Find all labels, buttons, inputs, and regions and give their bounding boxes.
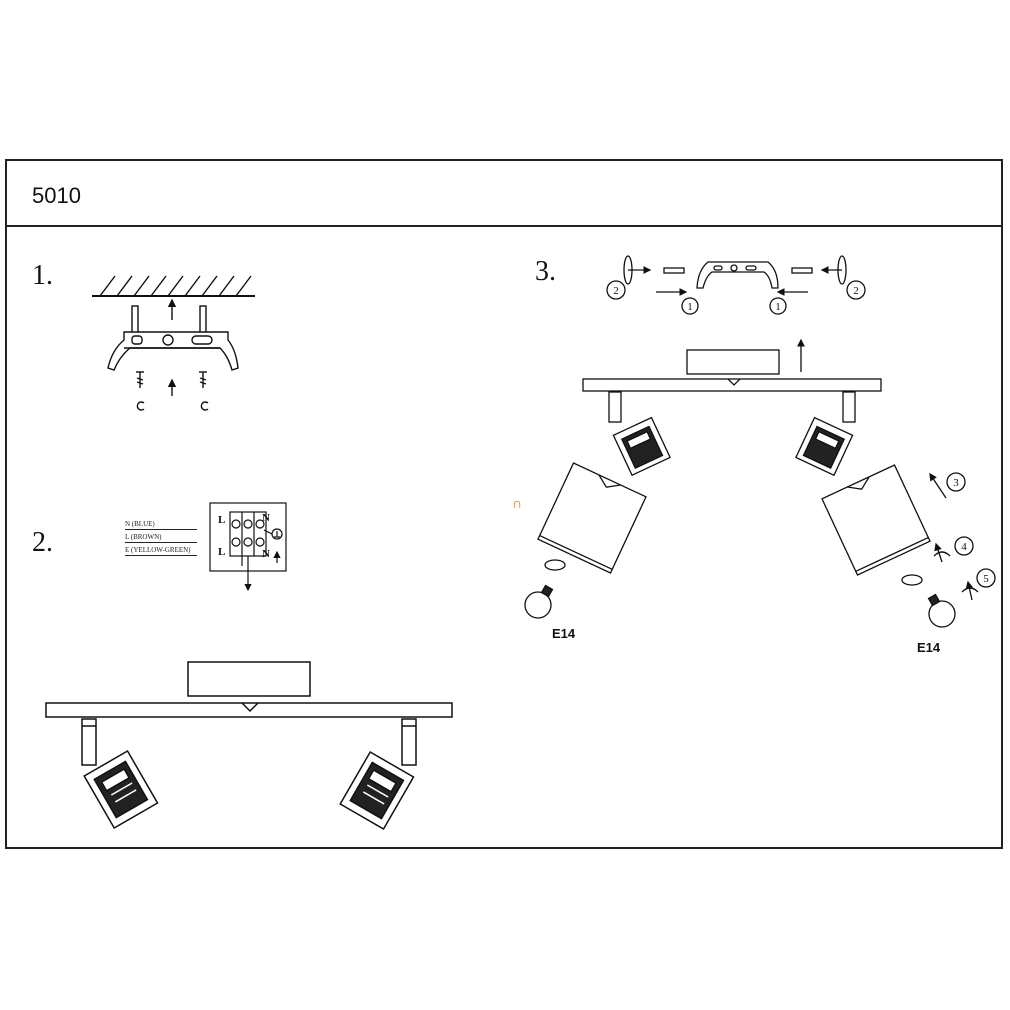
callout-3: 3 — [946, 472, 966, 492]
callout-1-right: 1 — [769, 297, 787, 315]
washer-icon — [200, 401, 209, 411]
svg-text:2: 2 — [613, 285, 619, 297]
callout-1-left: 1 — [681, 297, 699, 315]
mounting-bracket — [107, 331, 239, 371]
step-3-exploded-view: 1 1 2 2 — [524, 255, 996, 628]
lamp-ring — [901, 574, 923, 586]
rotate-arrow-icon — [933, 542, 951, 563]
svg-text:2: 2 — [853, 285, 859, 297]
bulb-socket-label-left: E14 — [552, 626, 576, 641]
arrow-icon — [929, 472, 947, 499]
ceiling-hatching — [99, 275, 252, 297]
svg-text:5: 5 — [983, 573, 989, 585]
terminal-block-diagram: L N L N — [209, 502, 287, 592]
wire-label-live: L (BROWN) — [125, 533, 197, 543]
step-2-number: 2. — [32, 527, 53, 558]
terminal-label-neutral-bottom: N — [262, 548, 270, 560]
step-3-number: 3. — [535, 256, 556, 287]
screw-icon — [791, 267, 813, 274]
terminal-label-live-top: L — [218, 514, 225, 526]
callout-4: 4 — [954, 536, 974, 556]
spotlight-head-left — [81, 718, 159, 830]
lamp-ring — [544, 559, 566, 571]
screw-icon — [663, 267, 685, 274]
callout-2-right: 2 — [846, 280, 866, 300]
model-number: 5010 — [32, 183, 81, 208]
lamp-shade-left — [537, 462, 647, 574]
step-1-bracket-mounting — [92, 275, 255, 411]
svg-text:1: 1 — [687, 301, 693, 313]
spotlight-head-left — [608, 391, 671, 477]
svg-text:1: 1 — [775, 301, 781, 313]
terminal-label-live-bottom: L — [218, 546, 225, 558]
header-bar: 5010 — [7, 161, 1001, 227]
bulb-socket-label-right: E14 — [917, 640, 941, 655]
svg-text:3: 3 — [953, 477, 959, 489]
orange-marker: ∩ — [512, 495, 523, 511]
svg-text:4: 4 — [961, 541, 967, 553]
step-1-number: 1. — [32, 260, 53, 291]
knob-icon — [820, 255, 847, 285]
screw-icon — [136, 371, 144, 388]
light-bar — [582, 378, 882, 392]
e14-bulb-icon — [927, 593, 956, 628]
spotlight-head-right — [795, 391, 856, 477]
wire-label-earth: E (YELLOW-GREEN) — [125, 546, 197, 556]
bracket-top — [696, 261, 779, 289]
ceiling-canopy — [686, 349, 780, 375]
assembled-spotlight-bar — [45, 661, 453, 831]
lamp-shade-right — [821, 464, 931, 576]
wire-label-neutral: N (BLUE) — [125, 520, 197, 530]
screw-icon — [199, 371, 207, 388]
instruction-sheet: 5010 — [5, 159, 1003, 849]
terminal-label-neutral-top: N — [262, 512, 270, 524]
callout-5: 5 — [976, 568, 996, 588]
rotate-arrow-icon — [961, 580, 979, 601]
e14-bulb-icon — [524, 584, 554, 619]
callout-2-left: 2 — [606, 280, 626, 300]
terminal-block — [229, 511, 267, 557]
washer-icon — [136, 401, 145, 411]
ceiling-canopy — [187, 661, 311, 697]
knob-icon — [623, 255, 652, 285]
spotlight-head-right — [339, 718, 417, 831]
